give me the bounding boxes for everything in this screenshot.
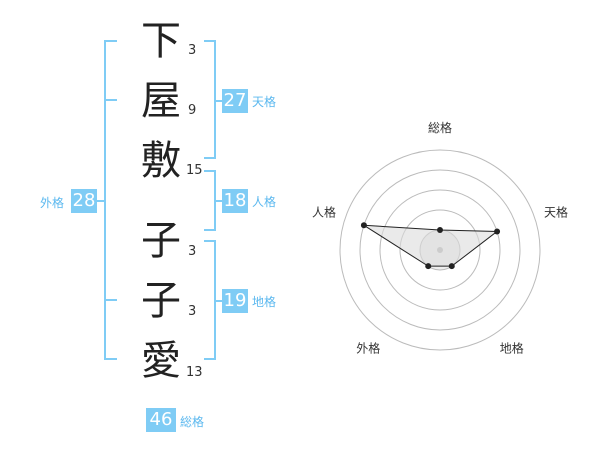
jinkaku-bracket: [204, 170, 216, 231]
radar-ring: [379, 189, 501, 311]
radar-point: [494, 228, 501, 235]
radar-point: [448, 263, 455, 270]
tenkaku-value: 27: [222, 89, 248, 113]
jinkaku-label: 人格: [252, 195, 277, 209]
name-char-6: 愛: [141, 338, 181, 384]
radar-ring: [399, 209, 481, 291]
stroke-count-4: 3: [188, 244, 197, 259]
bracket-lines: [96, 40, 222, 360]
radar-center-dot: [437, 247, 443, 253]
gaikaku-value: 28: [71, 189, 97, 213]
name-char-1: 下: [141, 18, 181, 64]
name-char-3: 敷: [141, 138, 181, 184]
radar-axis-label: 地格: [500, 341, 524, 356]
radar-points: [360, 222, 501, 270]
radar-point: [360, 222, 367, 229]
radar-point: [425, 263, 432, 270]
stroke-count-2: 9: [188, 103, 197, 118]
radar-point: [437, 227, 443, 233]
jinkaku-value: 18: [222, 189, 248, 213]
gaikaku-bracket: [104, 40, 117, 360]
gaikaku-label: 外格: [40, 196, 65, 210]
stroke-count-1: 3: [188, 43, 197, 58]
radar-axis-label: 天格: [544, 204, 568, 219]
radar-axis-label: 総格: [428, 120, 452, 135]
radar-ring: [359, 169, 521, 331]
chikaku-label: 地格: [252, 295, 277, 309]
soukaku-label: 総格: [180, 415, 205, 429]
name-char-5: 子: [141, 278, 181, 324]
soukaku-value: 46: [146, 408, 176, 432]
radar-ring: [339, 149, 541, 351]
radar-axis-label: 人格: [312, 204, 336, 219]
radar-area: [363, 224, 499, 267]
chikaku-value: 19: [222, 289, 248, 313]
name-char-2: 屋: [141, 78, 181, 124]
tenkaku-bracket: [204, 40, 216, 159]
chikaku-bracket: [204, 240, 216, 360]
tenkaku-label: 天格: [252, 95, 277, 109]
stroke-count-5: 3: [188, 304, 197, 319]
stroke-count-3: 15: [186, 163, 203, 178]
stroke-count-6: 13: [186, 365, 203, 380]
name-char-4: 子: [141, 218, 181, 264]
radar-axis-label: 外格: [356, 341, 380, 356]
